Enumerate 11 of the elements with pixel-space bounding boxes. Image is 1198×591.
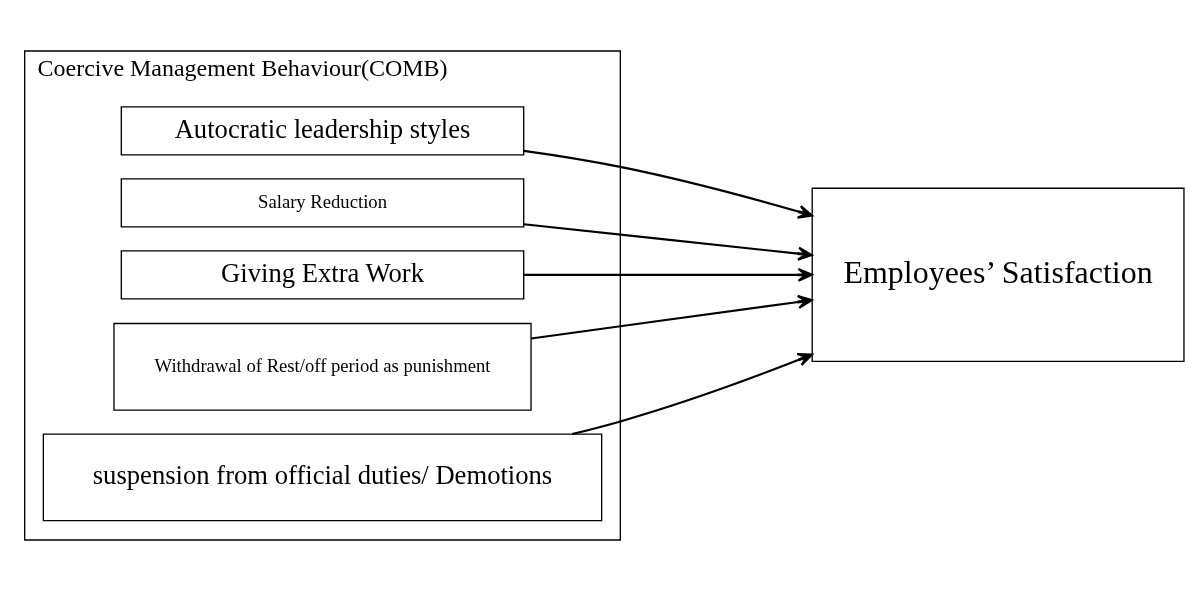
arrow bbox=[571, 352, 813, 436]
node-box: Autocratic leadership styles bbox=[120, 106, 525, 156]
node-box: Withdrawal of Rest/off period as punishment bbox=[113, 322, 532, 411]
node-box: Salary Reduction bbox=[120, 178, 525, 228]
arrow bbox=[523, 267, 813, 282]
arrow bbox=[531, 294, 813, 340]
arrow bbox=[523, 223, 813, 261]
node-box: Employees’ Satisfaction bbox=[811, 187, 1185, 363]
arrow bbox=[523, 149, 814, 219]
node-box: Giving Extra Work bbox=[120, 250, 525, 300]
node-box: suspension from official duties/ Demotions bbox=[42, 433, 603, 522]
